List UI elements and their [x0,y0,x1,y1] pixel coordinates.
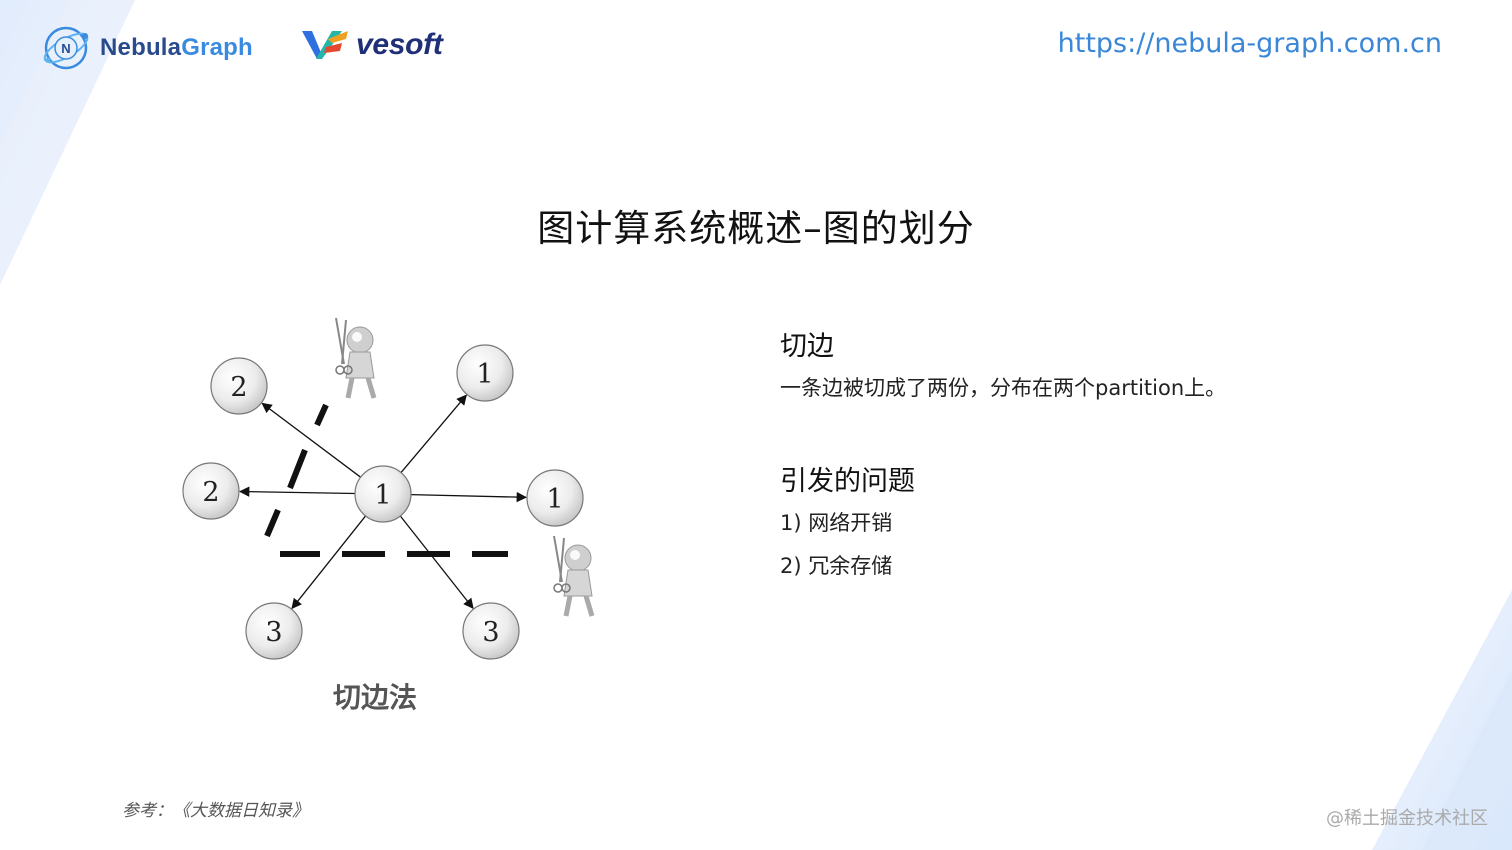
edge-cut-description: 一条边被切成了两份，分布在两个partition上。 [780,376,1227,400]
graph-edge-4 [291,515,367,610]
graph-node-circle [354,465,412,523]
scissors-figure-top-icon [335,317,377,399]
graph-edge-3 [410,491,528,503]
issue-item-network: 1) 网络开销 [780,511,893,535]
graph-node-5: 3 [245,602,303,660]
graph-edge-1 [400,394,467,474]
graph-node-label: 1 [374,480,391,511]
svg-text:N: N [61,41,70,56]
graph-node-3: 1 [354,465,412,523]
graph-node-circle [462,602,520,660]
graph-node-label: 3 [482,617,499,648]
nebulagraph-logo: N NebulaGraph [40,22,253,74]
scissors-figure-right-icon [553,535,595,617]
heading-issues: 引发的问题 [780,466,915,497]
graph-node-1: 1 [456,344,514,402]
graph-edge-5 [399,515,474,610]
edges-layer [238,394,528,610]
graph-node-label: 3 [265,617,282,648]
graph-edge-2 [238,486,356,497]
graph-node-0: 2 [210,357,268,415]
vesoft-logo: vesoft [302,28,443,62]
graph-node-4: 1 [526,469,584,527]
graph-node-label: 2 [202,477,219,508]
brand-name: NebulaGraph [100,34,253,61]
graph-node-circle [456,344,514,402]
diagram-caption: 切边法 [332,681,417,714]
watermark: @稀土掘金技术社区 [1326,808,1488,829]
graph-node-circle [526,469,584,527]
issue-item-storage: 2) 冗余存储 [780,554,893,578]
graph-node-label: 2 [230,372,247,403]
diagonal-cut [264,403,329,538]
graph-node-6: 3 [462,602,520,660]
site-url-link[interactable]: https://nebula-graph.com.cn [1057,28,1442,59]
heading-edge-cut: 切边 [780,331,834,362]
graph-node-2: 2 [182,462,240,520]
vesoft-mark-icon [302,31,348,59]
nebula-mark-icon: N [43,26,89,70]
graph-node-label: 1 [546,484,563,515]
nodes-layer: 2 1 2 1 1 3 3 [182,344,584,660]
graph-node-circle [245,602,303,660]
slide-title: 图计算系统概述–图的划分 [537,207,975,250]
graph-node-circle [182,462,240,520]
vesoft-wordmark: vesoft [356,28,443,61]
edge-cut-diagram: 2 1 2 1 1 3 3 [182,317,595,660]
graph-edge-0 [261,402,361,478]
reference-note: 参考：《大数据日知录》 [122,801,309,821]
graph-node-circle [210,357,268,415]
graph-node-label: 1 [476,359,493,390]
